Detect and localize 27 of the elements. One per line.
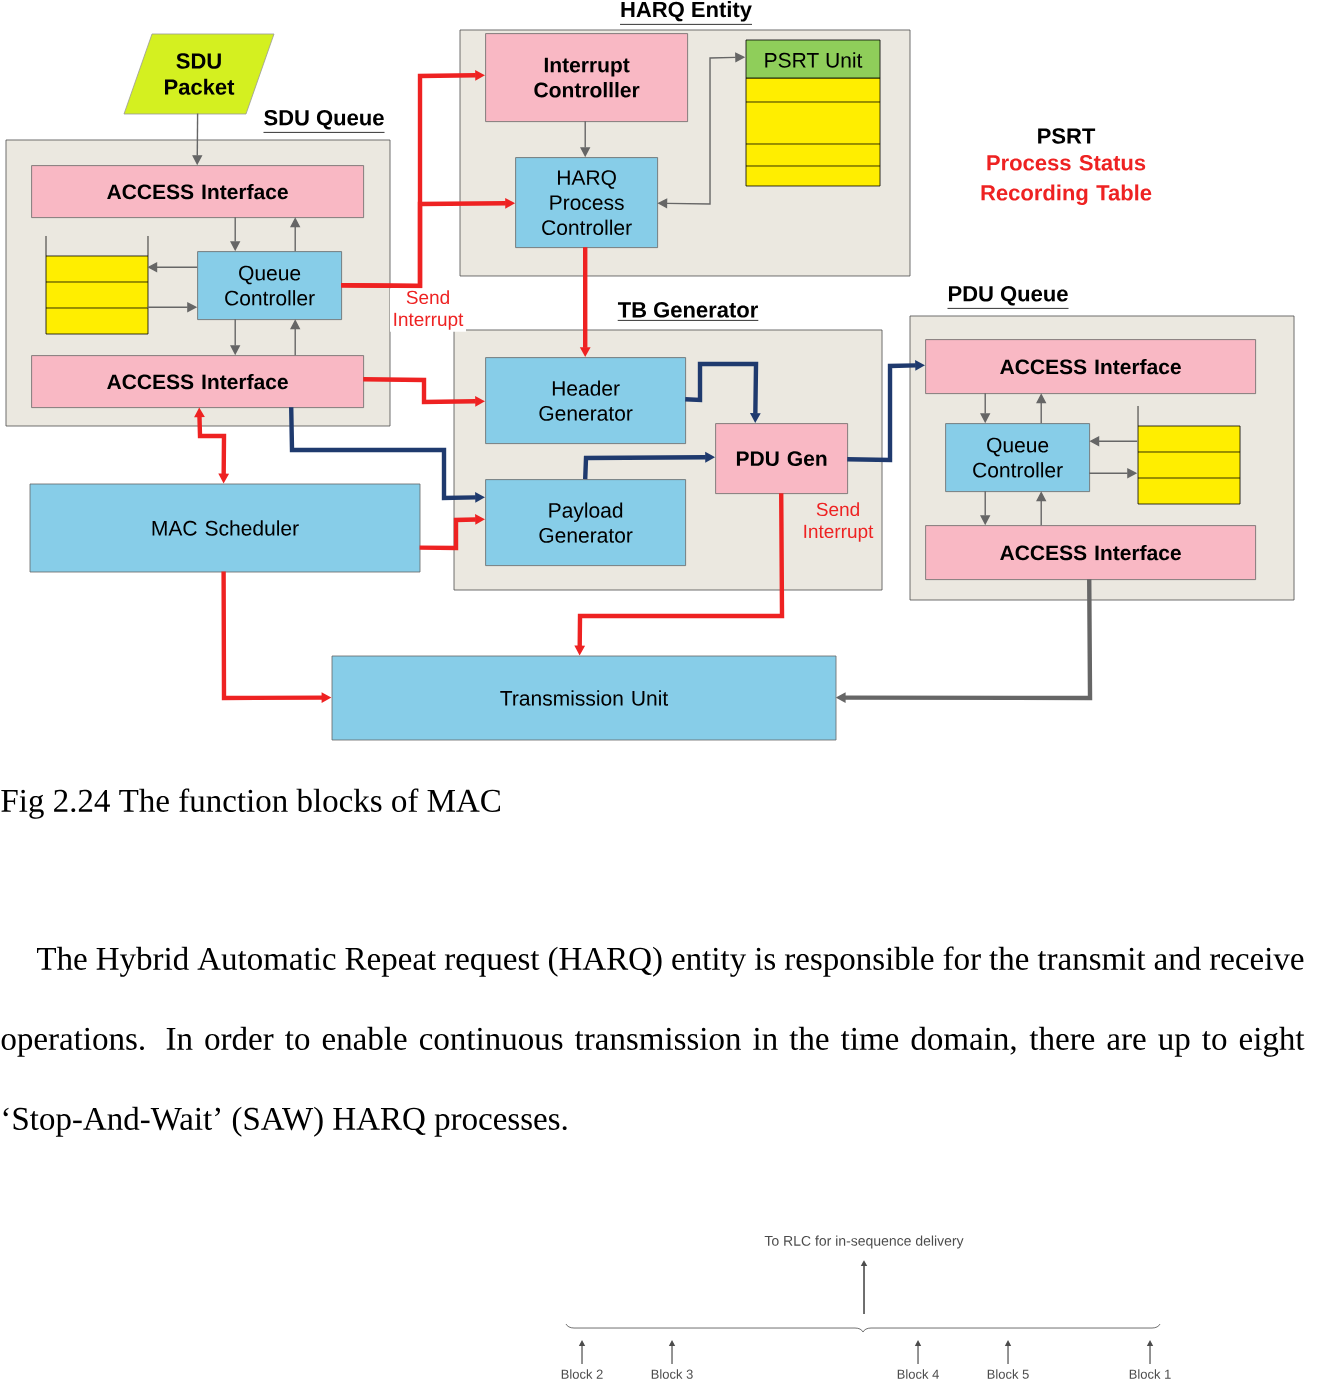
process-box: Header Generator: [485, 357, 686, 444]
process-box: ACCESS Interface: [925, 525, 1256, 580]
table-box: PSRT Unit: [745, 39, 881, 187]
process-box: Transmission Unit: [331, 655, 837, 741]
paragraph: The Hybrid Automatic Repeat request (HARQ) entity is responsible for the transmit and receive operations. In order to enable continuous transmission in the time domain, there are up to eight ‘Stop-And-Wait’ (SAW) HARQ processes.: [1, 946, 1305, 1137]
process-box: ACCESS Interface: [925, 339, 1256, 394]
process-box: ACCESS Interface: [31, 355, 364, 408]
process-box: PDU Gen: [715, 423, 848, 494]
process-box: ACCESS Interface: [31, 165, 364, 218]
process-box: Queue Controller: [945, 423, 1090, 492]
node-label: PSRT Unit: [765, 52, 863, 68]
caption: Fig 2.24 The function blocks of MAC: [1, 788, 500, 819]
queue-buffer: [45, 235, 149, 335]
process-box: Queue Controller: [197, 251, 342, 320]
process-box: Payload Generator: [485, 479, 686, 566]
queue-buffer: [1137, 405, 1241, 505]
edge-label: Send Interrupt: [390, 288, 466, 332]
node-label: TB Generator: [617, 302, 758, 318]
label-text: PSRT: [1038, 128, 1096, 144]
node-label: SDU Queue: [264, 109, 384, 130]
edge-label: Send Interrupt: [800, 500, 876, 544]
process-box: MAC Scheduler: [29, 483, 421, 573]
process-box: Interrupt Controlller: [485, 33, 688, 122]
process-box: HARQ Process Controller: [515, 157, 658, 248]
node-label: PDU Queue: [948, 285, 1068, 306]
node-label: HARQ Entity: [621, 1, 752, 22]
label-text: Process Status Recording Table: [981, 155, 1152, 205]
